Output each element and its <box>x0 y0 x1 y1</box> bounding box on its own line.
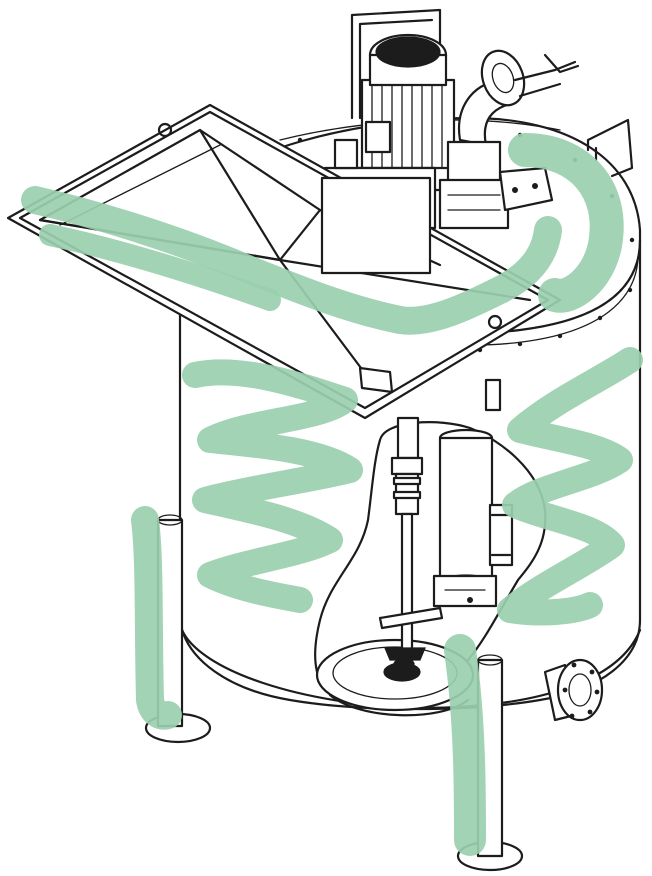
inlet-flange <box>543 658 604 722</box>
highlight-left-leg <box>131 506 182 730</box>
highlight-right-upper <box>508 133 624 313</box>
pump-column <box>432 378 514 608</box>
highlight-hopper-2 <box>39 224 281 311</box>
hopper <box>6 103 562 420</box>
highlight-right-leg <box>444 634 486 856</box>
highlight-body-right <box>497 347 643 626</box>
highlight-hopper <box>21 186 562 335</box>
agitator-shaft <box>378 416 444 670</box>
support-legs <box>144 514 524 872</box>
discharge-pipe <box>438 49 580 230</box>
highlight-body-left <box>182 359 363 613</box>
highlighter-marks <box>21 133 643 856</box>
